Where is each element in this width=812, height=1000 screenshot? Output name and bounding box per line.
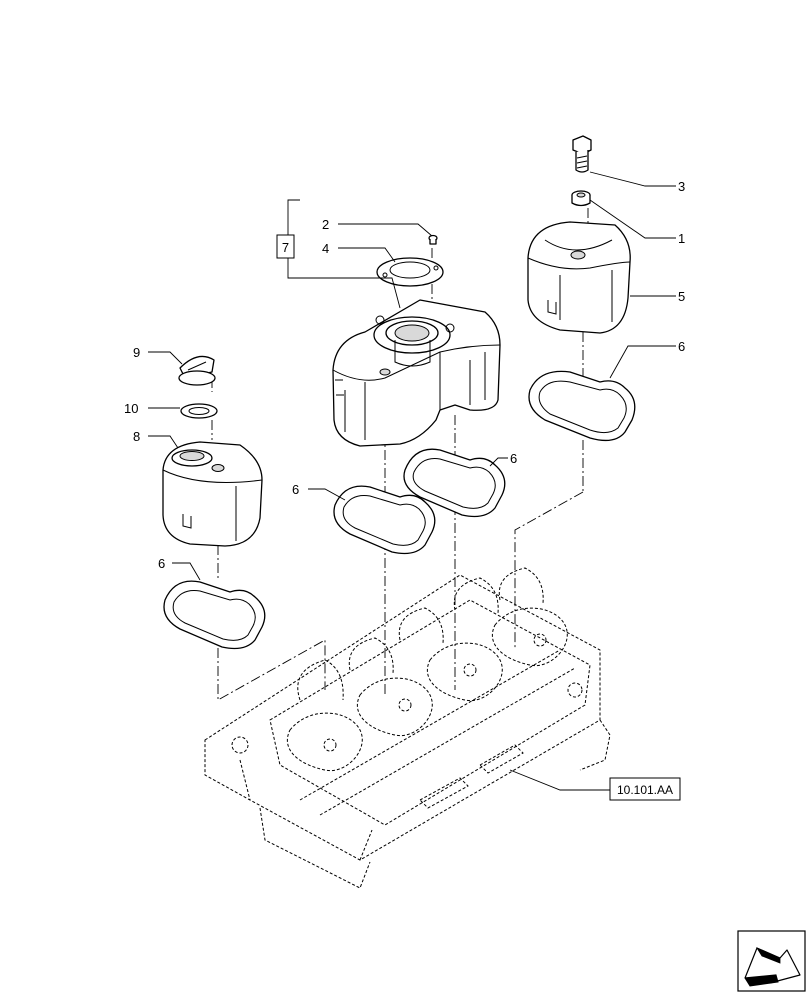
- reference-box[interactable]: [609, 777, 681, 801]
- seal-ring-part: [376, 257, 444, 287]
- callout-9: 9: [133, 345, 140, 360]
- group-box-label: 7: [282, 240, 289, 255]
- callout-6-left: 6: [158, 556, 165, 571]
- callout-6-center-right: 6: [510, 451, 517, 466]
- group-box: [276, 234, 295, 259]
- callout-4: 4: [322, 241, 329, 256]
- callout-5: 5: [678, 289, 685, 304]
- gasket-left: [163, 580, 266, 650]
- callout-1: 1: [678, 231, 685, 246]
- cover-center: [332, 299, 501, 447]
- next-page-arrow-icon[interactable]: [737, 930, 806, 992]
- cover-left: [162, 441, 263, 547]
- leader-lines: [148, 171, 676, 791]
- screw-part: [428, 234, 438, 245]
- callout-10: 10: [124, 401, 138, 416]
- spacer-part: [571, 190, 591, 207]
- callout-8: 8: [133, 429, 140, 444]
- oil-cap-part: [178, 355, 216, 386]
- cover-right: [527, 221, 631, 334]
- gasket-center-left: [333, 485, 436, 555]
- gasket-center-right: [403, 448, 506, 518]
- reference-label: 10.101.AA: [617, 783, 673, 797]
- callout-6-center-left: 6: [292, 482, 299, 497]
- callout-2: 2: [322, 217, 329, 232]
- callout-6-right: 6: [678, 339, 685, 354]
- cylinder-head: [204, 567, 611, 889]
- callout-3: 3: [678, 179, 685, 194]
- o-ring-part: [180, 403, 218, 419]
- gasket-right: [528, 370, 636, 442]
- bolt-part: [572, 135, 592, 173]
